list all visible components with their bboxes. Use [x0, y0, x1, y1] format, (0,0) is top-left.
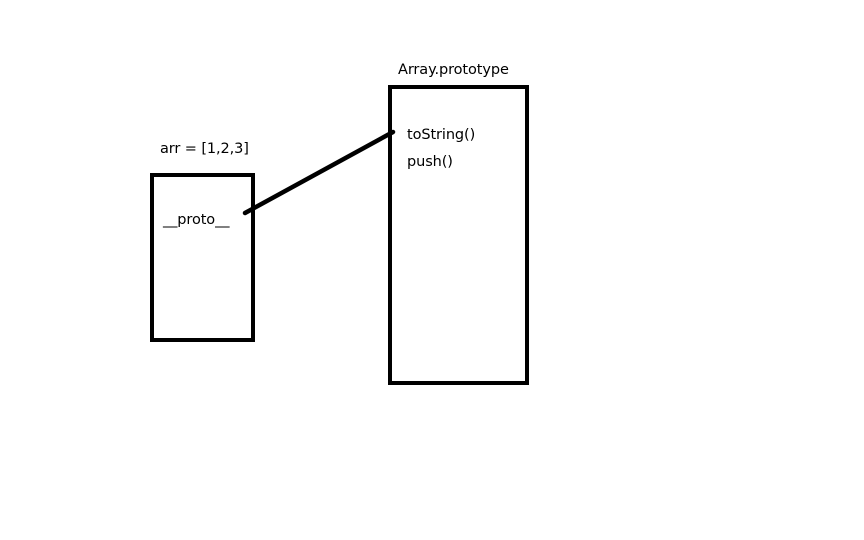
tostring-method-label: toString() [407, 127, 476, 143]
proto-field-label: __proto__ [163, 212, 230, 228]
push-method-label: push() [407, 154, 453, 170]
arr-object-box [150, 173, 255, 342]
arr-object-label: arr = [1,2,3] [160, 141, 249, 157]
proto-link-line [242, 129, 396, 216]
array-prototype-label: Array.prototype [398, 62, 509, 78]
array-prototype-box [388, 85, 529, 385]
